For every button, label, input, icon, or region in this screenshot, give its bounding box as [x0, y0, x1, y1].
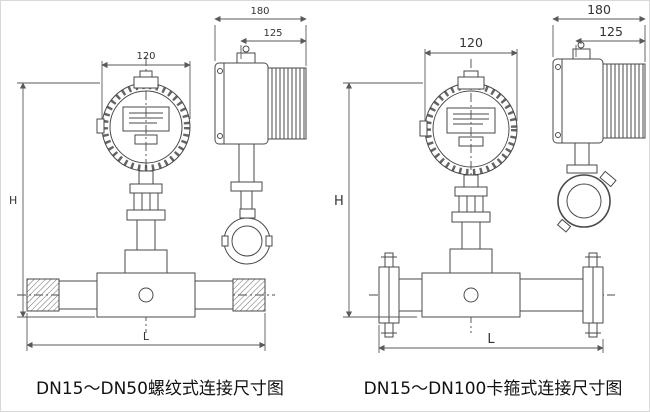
thread-end-view-outer	[223, 217, 271, 265]
clamp-bolt-right-top	[588, 252, 598, 268]
dim-label-h-right: H	[334, 194, 344, 209]
dim-180-extension-lines	[214, 25, 307, 66]
side-port-nub	[96, 118, 105, 134]
gauge-bezel-notches	[425, 83, 517, 175]
stem-tube	[136, 219, 156, 251]
housing-bolt-bottom	[217, 133, 223, 139]
flowmeter-dimension-drawings: 120 180 125 H L	[9, 2, 646, 353]
left-dimensions: 120 180 125 H L	[9, 6, 307, 351]
dim-label-120-right: 120	[459, 35, 483, 50]
pipe-arm-right	[519, 278, 584, 312]
dim-120-extension-lines	[101, 61, 191, 119]
side-top-gland	[236, 52, 256, 64]
dim-label-h-left: H	[9, 194, 17, 207]
hex-facet-lines	[466, 196, 476, 212]
transmitter-housing-side	[214, 62, 269, 145]
stem-hex-nut	[133, 192, 159, 211]
left-side-view	[214, 45, 307, 265]
side-port-nub	[419, 120, 428, 137]
dim-label-125-left: 125	[263, 28, 282, 39]
side-stem-tube	[240, 190, 253, 210]
dim-label-125-right: 125	[599, 24, 623, 39]
pipe-center-body	[421, 272, 521, 318]
stem-tube	[461, 221, 481, 250]
side-top-cap	[577, 41, 585, 49]
pipe-center-body	[96, 272, 196, 318]
display-text-lines	[453, 113, 489, 125]
dim-label-180-right: 180	[587, 2, 611, 17]
right-front-view	[419, 70, 518, 274]
right-side-view	[552, 41, 646, 233]
left-drawing: 120 180 125 H L	[9, 6, 307, 351]
gauge-face	[109, 90, 183, 164]
cover-ribs	[271, 68, 305, 139]
side-stem	[574, 142, 590, 166]
top-cable-gland	[457, 76, 485, 90]
triclamp-wing-nut	[599, 170, 617, 188]
side-stem	[238, 143, 255, 183]
triclamp-inner	[566, 183, 602, 219]
right-dimensions: 120 180 125 H L	[334, 2, 646, 353]
threaded-end-right	[232, 278, 266, 312]
housing-bolt-top	[555, 64, 561, 70]
right-pipe-body	[378, 252, 604, 338]
gauge-button-plate	[458, 136, 484, 147]
right-drawing: 120 180 125 H L	[334, 2, 646, 353]
dim-h-extension-lines	[17, 82, 100, 318]
dim-label-120-left: 120	[136, 51, 155, 62]
pipe-boss	[449, 248, 493, 274]
pipe-logo-badge	[138, 287, 154, 303]
cover-ribs	[606, 64, 644, 138]
gauge-face	[432, 90, 510, 168]
pipe-arm-left	[58, 280, 98, 310]
dim-label-180-left: 180	[250, 6, 269, 17]
stem-neck	[463, 174, 479, 188]
transmitter-housing-side	[552, 58, 604, 144]
clamp-bolt-right-bottom	[588, 322, 598, 338]
side-top-cap	[242, 45, 250, 53]
top-cable-gland	[133, 76, 159, 89]
dim-label-l-right: L	[487, 332, 495, 347]
left-drawing-caption: DN15～DN50螺纹式连接尺寸图	[36, 379, 284, 399]
stem-flange-lower	[451, 211, 491, 223]
housing-bolt-bottom	[555, 132, 561, 138]
side-top-gland	[572, 48, 591, 60]
clamp-bolt-left-bottom	[384, 322, 394, 338]
pipe-arm-left	[398, 278, 423, 312]
thread-end-view-inner	[231, 225, 263, 257]
end-view-lug-left	[221, 235, 229, 247]
stem-flange-lower	[126, 209, 166, 221]
dim-120-extension-lines	[424, 49, 518, 121]
top-cap	[463, 70, 479, 78]
dim-h-extension-lines	[343, 82, 423, 318]
pipe-arm-right	[194, 280, 234, 310]
gauge-display-window	[122, 106, 170, 132]
side-stem-flange	[566, 164, 598, 174]
right-drawing-caption: DN15～DN100卡箍式连接尺寸图	[363, 379, 623, 399]
housing-bolt-top	[217, 68, 223, 74]
gauge-display-window	[446, 107, 496, 134]
display-text-lines	[129, 112, 163, 124]
triclamp-hinge-lug	[556, 218, 572, 233]
stem-flange-upper	[129, 183, 163, 194]
end-view-lug-right	[265, 235, 273, 247]
stem-flange-upper	[454, 186, 488, 197]
triclamp-band-outer	[557, 174, 611, 228]
stem-neck	[138, 170, 154, 185]
dim-label-l-left: L	[143, 330, 150, 343]
hex-facet-lines	[141, 193, 151, 210]
ribbed-cover	[602, 63, 646, 139]
gauge-button-plate	[134, 134, 158, 145]
top-cap	[139, 70, 153, 78]
threaded-end-left	[26, 278, 60, 312]
pipe-boss	[124, 249, 168, 274]
side-connector	[239, 208, 256, 219]
stem-hex-nut	[458, 195, 484, 213]
pipe-logo-badge	[463, 287, 479, 303]
clamp-bolt-left-top	[384, 252, 394, 268]
side-stem-flange	[230, 181, 263, 192]
left-pipe-body	[26, 272, 266, 318]
gauge-bezel-notches	[102, 83, 190, 171]
left-front-view	[96, 70, 191, 274]
